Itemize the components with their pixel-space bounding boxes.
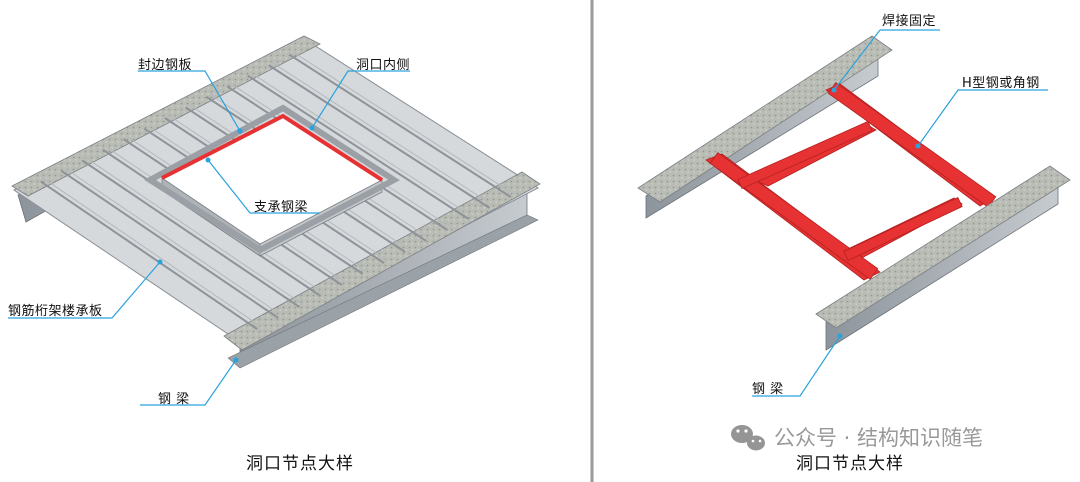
right-caption: 洞口节点大样 [796, 454, 904, 474]
label-right-steel-beam: 钢 梁 [752, 382, 784, 397]
truss-rib [247, 74, 470, 220]
h-steel-long-member-back [827, 82, 997, 208]
truss-rib-top-chord [271, 61, 493, 206]
truss-rib-top-chord [292, 51, 515, 195]
truss-rib-top-chord [250, 72, 472, 217]
truss-rib [288, 53, 512, 198]
h-steel-cross-member-1 [737, 120, 873, 190]
left-front-beam-flange [227, 214, 539, 369]
right-frame-drawing [637, 29, 1071, 451]
truss-rib-top-chord [64, 167, 282, 316]
truss-rib [60, 170, 279, 319]
floor-opening [162, 116, 382, 244]
right-leader-lines [752, 29, 1048, 397]
h-steel-cross-member-2 [843, 196, 963, 262]
label-h-steel: H型钢或角钢 [962, 76, 1040, 91]
label-edge-plate: 封边钢板 [138, 58, 193, 73]
watermark-text: 公众号 · 结构知识随笔 [774, 426, 984, 450]
label-truss-deck: 钢筋桁架楼承板 [8, 304, 103, 319]
wechat-icon [731, 425, 765, 451]
label-weld-fix: 焊接固定 [882, 14, 937, 29]
left-deck-drawing [8, 35, 541, 406]
opening-inner-edge [161, 113, 384, 182]
truss-rib-top-chord [84, 156, 303, 305]
truss-rib [268, 64, 491, 209]
h-steel-members [709, 82, 997, 280]
right-front-beam-top [815, 165, 1071, 329]
label-support-beam: 支承钢梁 [254, 200, 309, 215]
truss-rib [81, 159, 300, 308]
label-left-steel-beam: 钢 梁 [158, 392, 190, 407]
truss-rib-top-chord [43, 178, 261, 327]
right-back-beam-top [637, 35, 893, 203]
left-leader-lines [8, 70, 410, 406]
left-caption: 洞口节点大样 [246, 454, 354, 474]
left-back-beam-top [11, 35, 321, 197]
label-opening-inner: 洞口内侧 [356, 58, 411, 73]
truss-rib [40, 180, 258, 330]
